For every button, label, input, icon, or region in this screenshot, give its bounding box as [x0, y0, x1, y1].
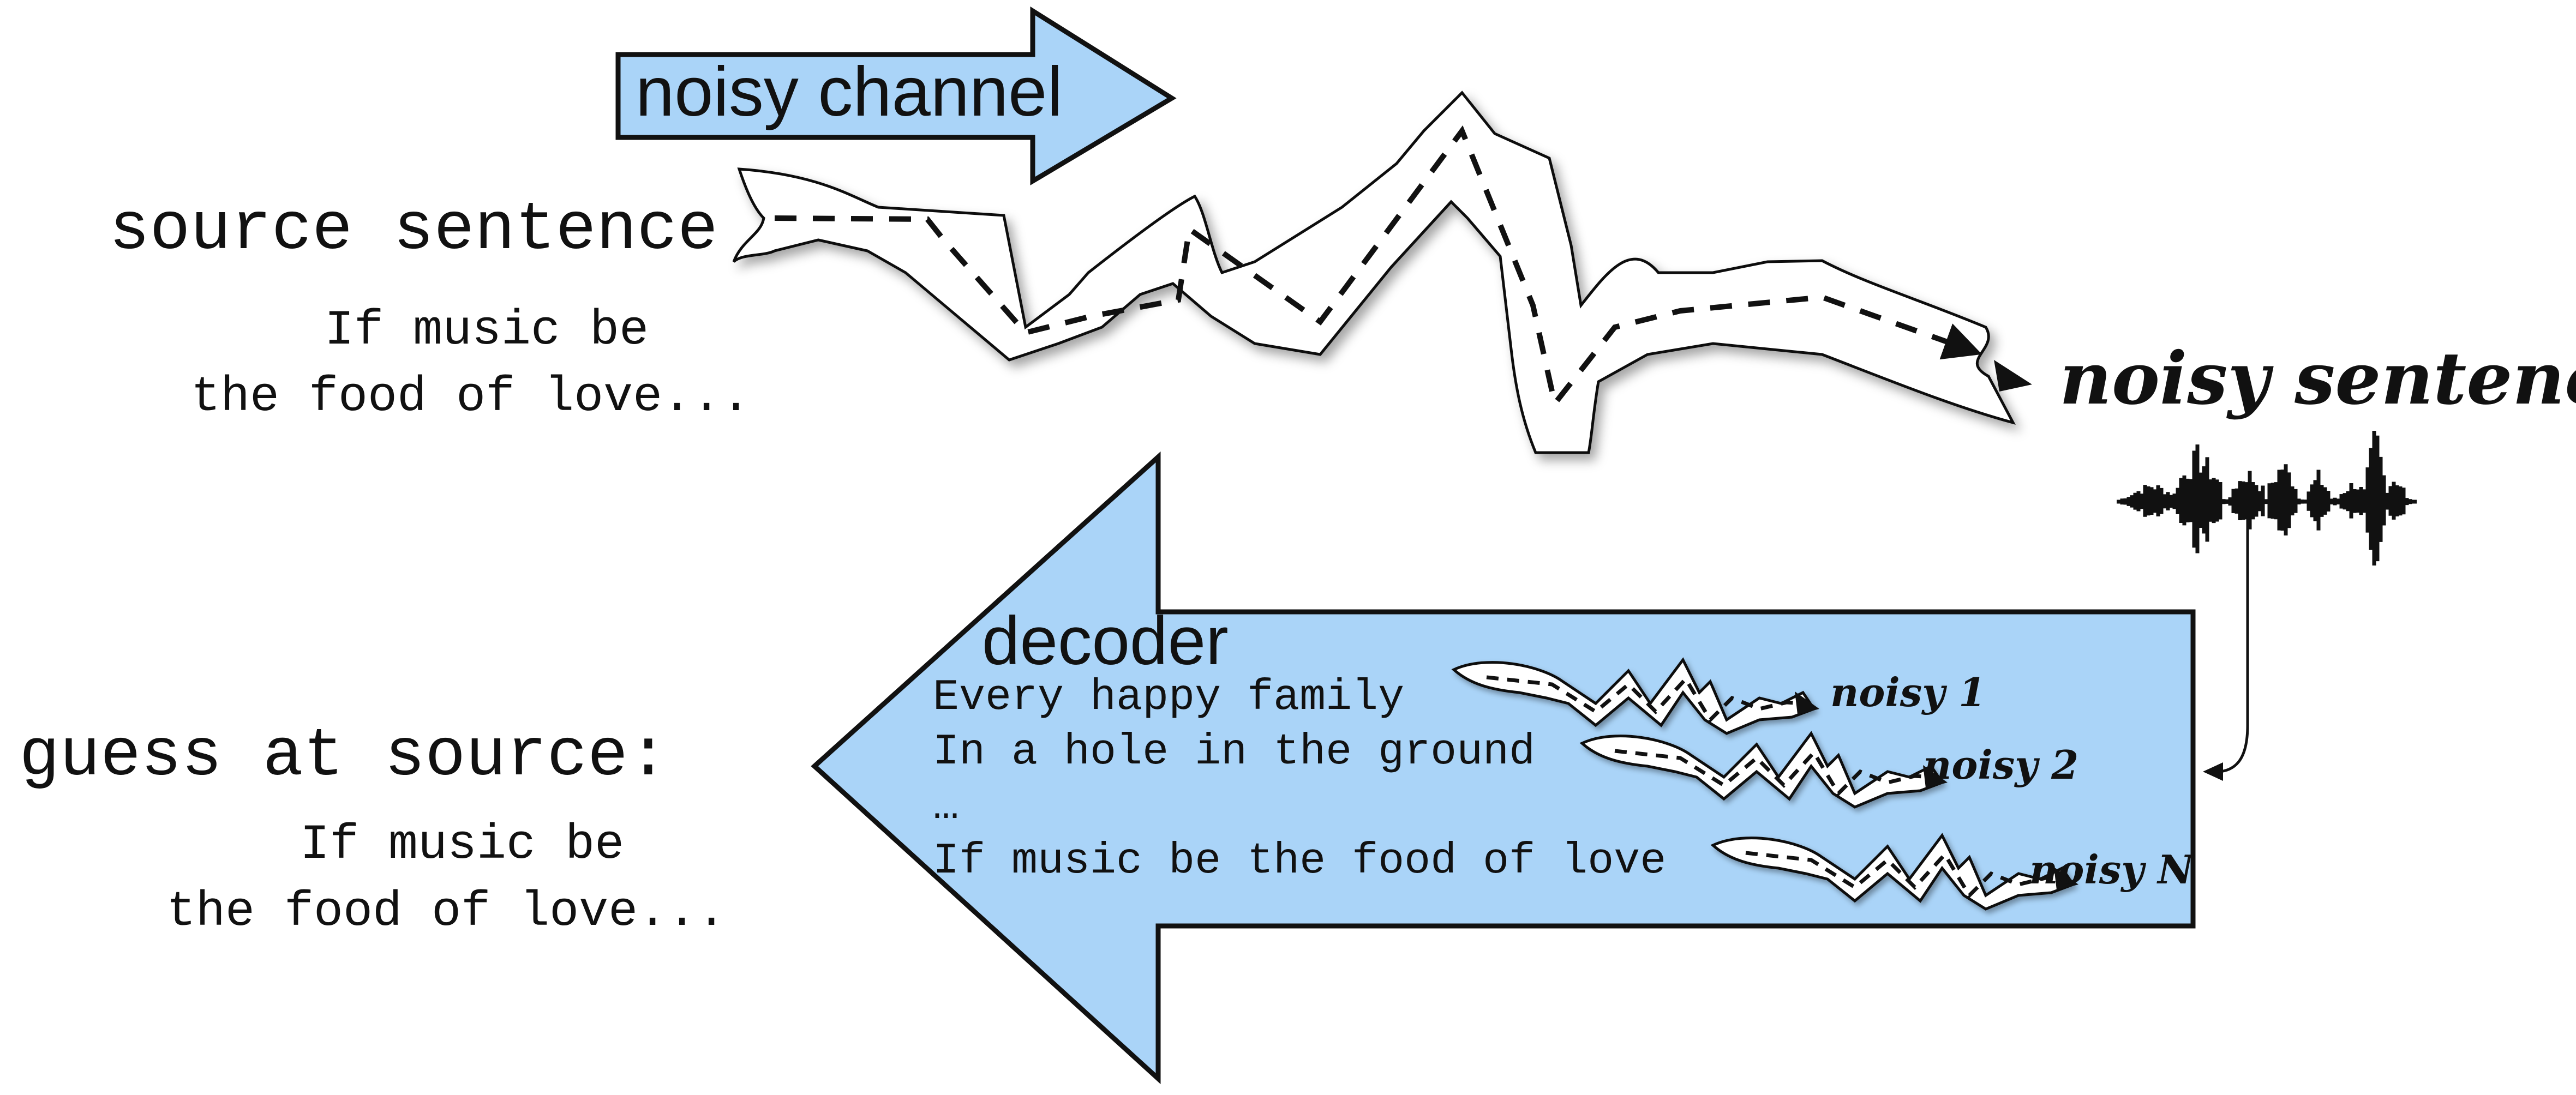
candidate-2: In a hole in the ground	[933, 727, 1535, 777]
guess-heading: guess at source:	[19, 719, 669, 795]
noisy-n-label: noisy N	[2029, 846, 2195, 893]
noisy-channel-ribbon	[732, 91, 2016, 454]
candidate-1: Every happy family	[933, 673, 1404, 723]
noisy-channel-path	[774, 125, 1982, 410]
noisy-sentence-label: noisy sentence	[2059, 336, 2576, 421]
source-line1: If music be	[325, 303, 649, 359]
decoder-label: decoder	[982, 603, 1229, 679]
candidate-3: …	[933, 782, 959, 832]
source-heading: source sentence	[109, 192, 718, 269]
noisy-channel-arrow	[615, 6, 1177, 185]
guess-line1: If music be	[300, 817, 624, 873]
wave-to-decoder-arrow	[2209, 513, 2249, 774]
noisy-channel-label: noisy channel	[636, 53, 1063, 131]
noisy-channel-arrowhead	[1994, 360, 2032, 392]
candidate-list: Every happy family In a hole in the grou…	[933, 673, 1666, 886]
guess-line2: the food of love...	[166, 885, 726, 940]
wave-arrowhead	[2203, 762, 2223, 781]
noisy-2-label: noisy 2	[1923, 742, 2078, 788]
decoder-arrow	[811, 451, 2196, 1085]
candidate-4: If music be the food of love	[933, 837, 1666, 886]
noisy-1-label: noisy 1	[1830, 669, 1986, 715]
source-line2: the food of love...	[191, 370, 751, 425]
waveform	[2117, 431, 2417, 565]
